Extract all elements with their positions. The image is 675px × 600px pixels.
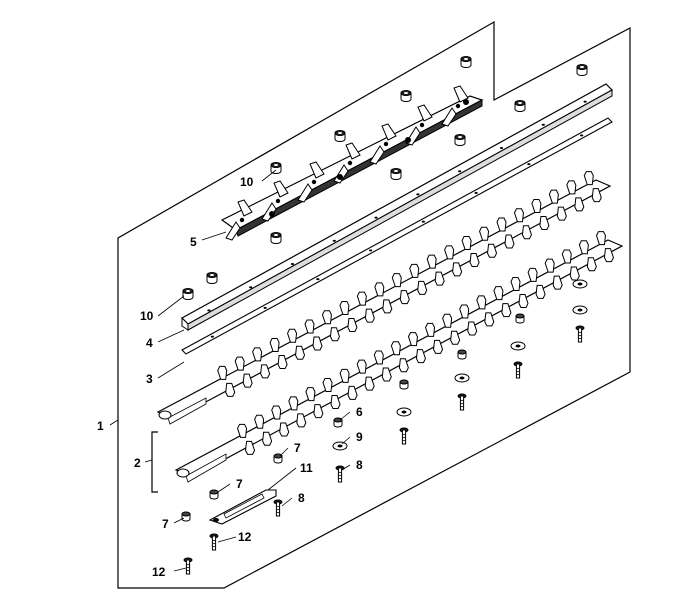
blade-guide-rail: [181, 83, 613, 331]
callout-9: 9: [356, 430, 363, 444]
callout-8a: 8: [356, 458, 363, 472]
callout-12a: 12: [238, 530, 252, 544]
callout-12b: 12: [152, 565, 166, 579]
callout-2: 2: [134, 456, 141, 470]
callout-6: 6: [356, 405, 363, 419]
blade-upper: [156, 171, 612, 425]
cutter-guard: [220, 85, 484, 241]
callout-11: 11: [300, 461, 313, 475]
callout-7a: 7: [294, 441, 301, 455]
callouts: 1 2 3 4 5 6 7 7 7 8 8 9 10 10 11 12 12: [97, 175, 363, 579]
leader-lines: [109, 169, 351, 572]
callout-4: 4: [146, 336, 153, 350]
callout-8b: 8: [298, 491, 305, 505]
assembly-frame: [117, 20, 631, 589]
callout-3: 3: [146, 372, 153, 386]
blade-lower: [174, 231, 624, 483]
callout-5: 5: [190, 235, 197, 249]
callout-10a: 10: [240, 175, 254, 189]
spacer-strip: [181, 117, 613, 355]
callout-7c: 7: [162, 517, 169, 531]
clamp-plate: [208, 489, 277, 525]
callout-10b: 10: [140, 309, 154, 323]
callout-1: 1: [97, 419, 104, 433]
callout-7b: 7: [236, 477, 243, 491]
